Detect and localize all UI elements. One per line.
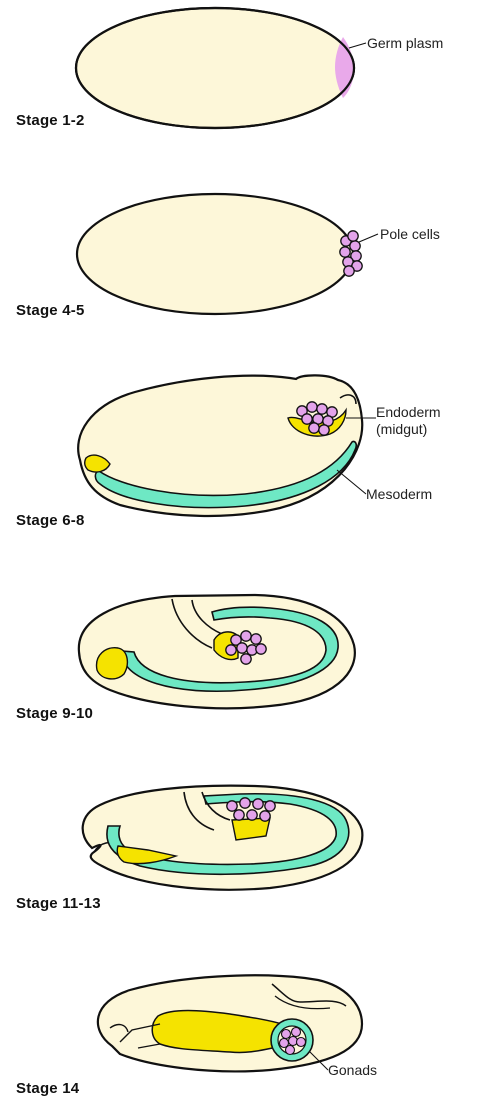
mesoderm-leader	[337, 470, 366, 494]
endoderm-label: Endoderm (midgut)	[376, 404, 441, 438]
stage-6-8-embryo	[78, 375, 376, 516]
germ-plasm-leader	[349, 43, 366, 48]
anterior-endoderm	[97, 648, 128, 679]
stage-1-2-embryo	[76, 8, 366, 128]
pole-cells-leader	[359, 234, 378, 242]
stage-label: Stage 4-5	[16, 302, 85, 319]
stage-label: Stage 14	[16, 1080, 79, 1097]
stage-9-10-embryo	[79, 595, 355, 708]
stage-4-5-embryo	[77, 194, 378, 314]
stage-11-13-embryo	[83, 786, 363, 890]
gonads-label: Gonads	[328, 1062, 377, 1079]
endoderm-label-line1: Endoderm	[376, 404, 441, 421]
pole-cells-label: Pole cells	[380, 226, 440, 243]
stage-label: Stage 9-10	[16, 705, 93, 722]
mesoderm-label: Mesoderm	[366, 486, 432, 503]
stage-label: Stage 6-8	[16, 512, 85, 529]
stage-label: Stage 11-13	[16, 895, 101, 912]
germ-plasm-label: Germ plasm	[367, 35, 443, 52]
stage-label: Stage 1-2	[16, 112, 85, 129]
stage-14-embryo	[98, 975, 362, 1071]
endoderm-label-line2: (midgut)	[376, 421, 441, 438]
